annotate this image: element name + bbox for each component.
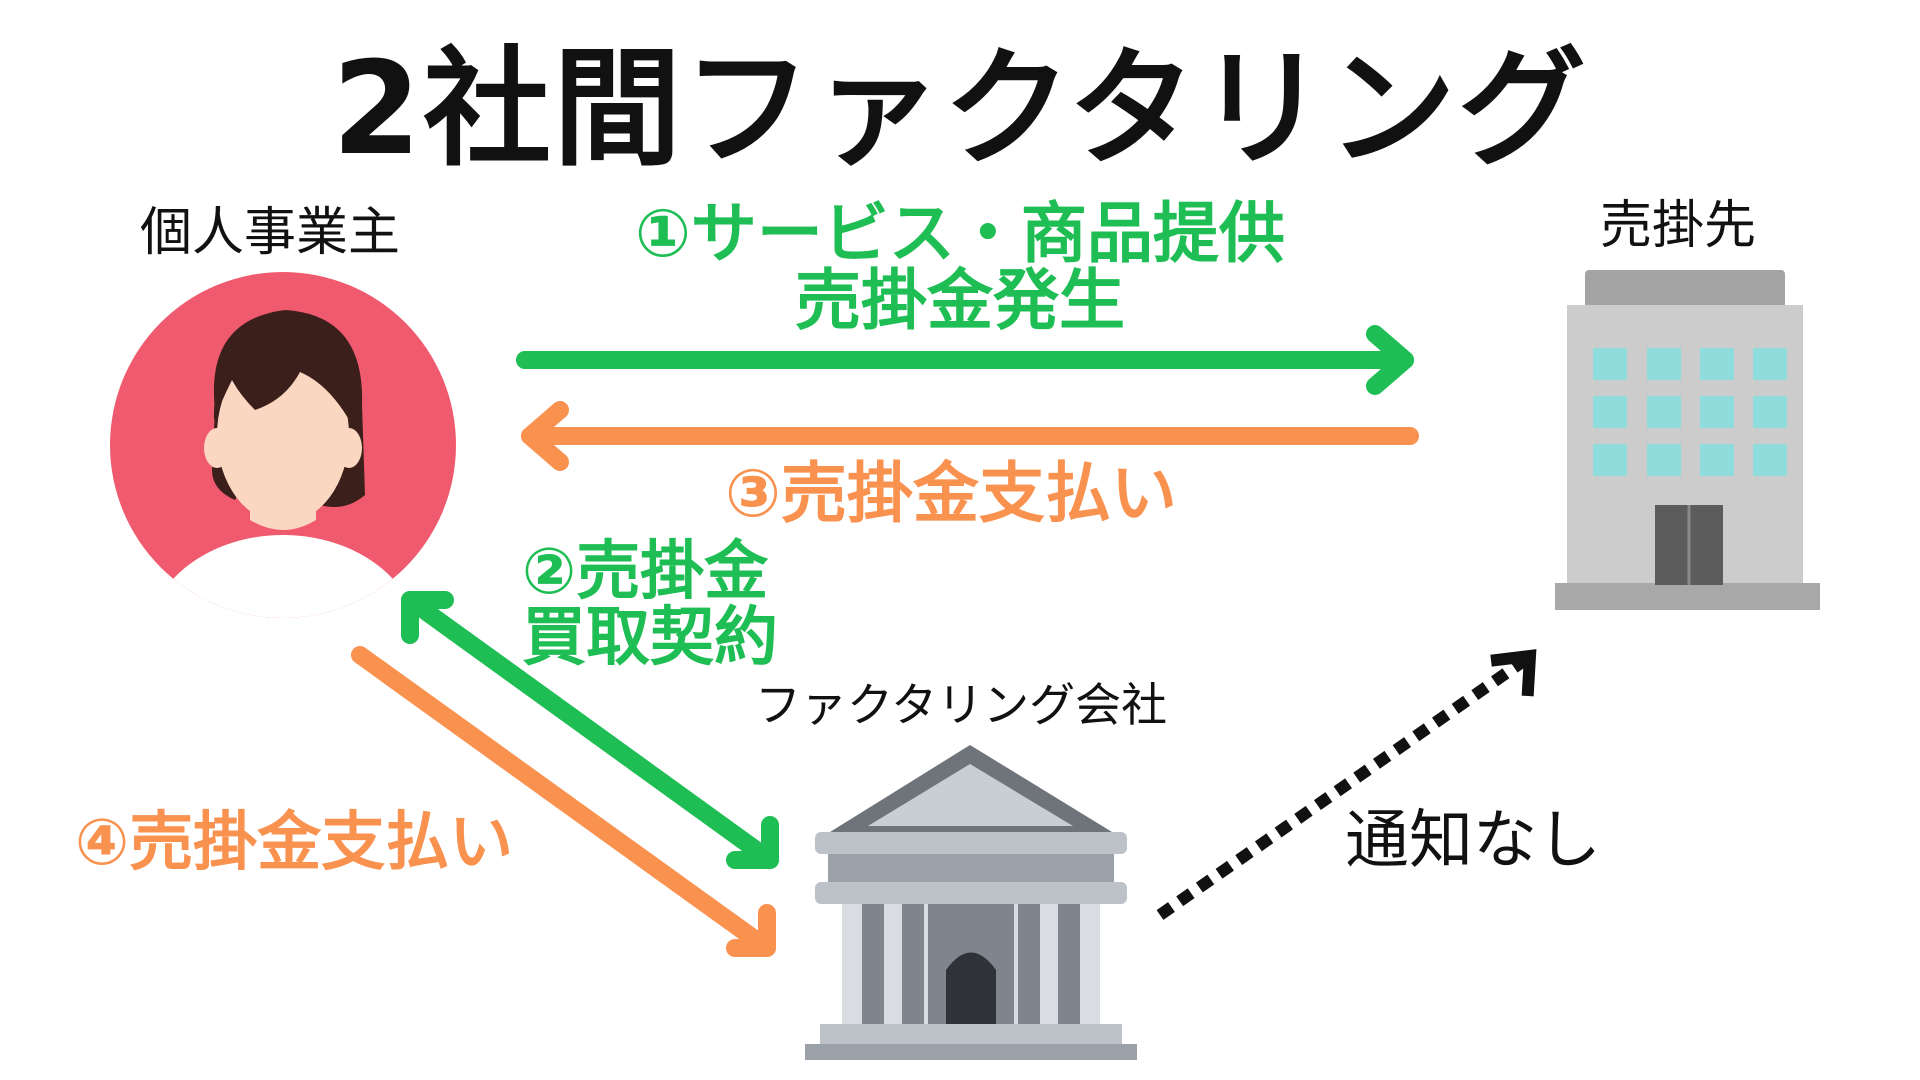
edge-label-step1-line2: 売掛金発生 (795, 262, 1125, 340)
diagram-title: 2社間ファクタリング (332, 35, 1588, 184)
arrow-step2 (401, 591, 779, 869)
node-label-client: 売掛先 (1600, 196, 1757, 256)
edge-label-step3: ③売掛金支払い (725, 455, 1177, 532)
edge-label-step1: ①サービス・商品提供 売掛金発生 (600, 200, 1320, 335)
bank-columns (862, 904, 1080, 1024)
edge-label-step4: ④売掛金支払い (75, 806, 514, 880)
building-windows (1593, 348, 1787, 476)
office-building-icon (1555, 270, 1820, 610)
node-label-individual: 個人事業主 (140, 203, 401, 263)
bank-entablature (815, 832, 1127, 854)
building-base (1555, 583, 1820, 610)
arrow-step3 (521, 401, 1419, 471)
arrow-step4 (351, 646, 776, 957)
edge-label-step1-line1: ①サービス・商品提供 (635, 195, 1285, 272)
node-label-factoring-company: ファクタリング会社 (755, 678, 1168, 732)
bank-building-icon (805, 745, 1137, 1060)
edge-label-step2-line2: 買取契約 (522, 600, 778, 675)
bank-roof-inner (868, 764, 1073, 826)
avatar-hair-bangs (213, 338, 353, 425)
bank-frieze (828, 854, 1114, 882)
person-avatar-icon (110, 272, 456, 618)
edge-label-step2: ②売掛金 買取契約 (522, 535, 778, 675)
bank-step (820, 1024, 1122, 1044)
edge-label-step2-line1: ②売掛金 (522, 535, 769, 609)
arrow-step1 (516, 325, 1414, 395)
arrow-notice (1156, 649, 1537, 920)
bank-door (946, 952, 996, 1024)
avatar-body (148, 535, 418, 618)
bank-entablature-lower (815, 882, 1127, 904)
edge-label-notice: 通知なし (1345, 804, 1601, 878)
bank-base (805, 1044, 1137, 1060)
